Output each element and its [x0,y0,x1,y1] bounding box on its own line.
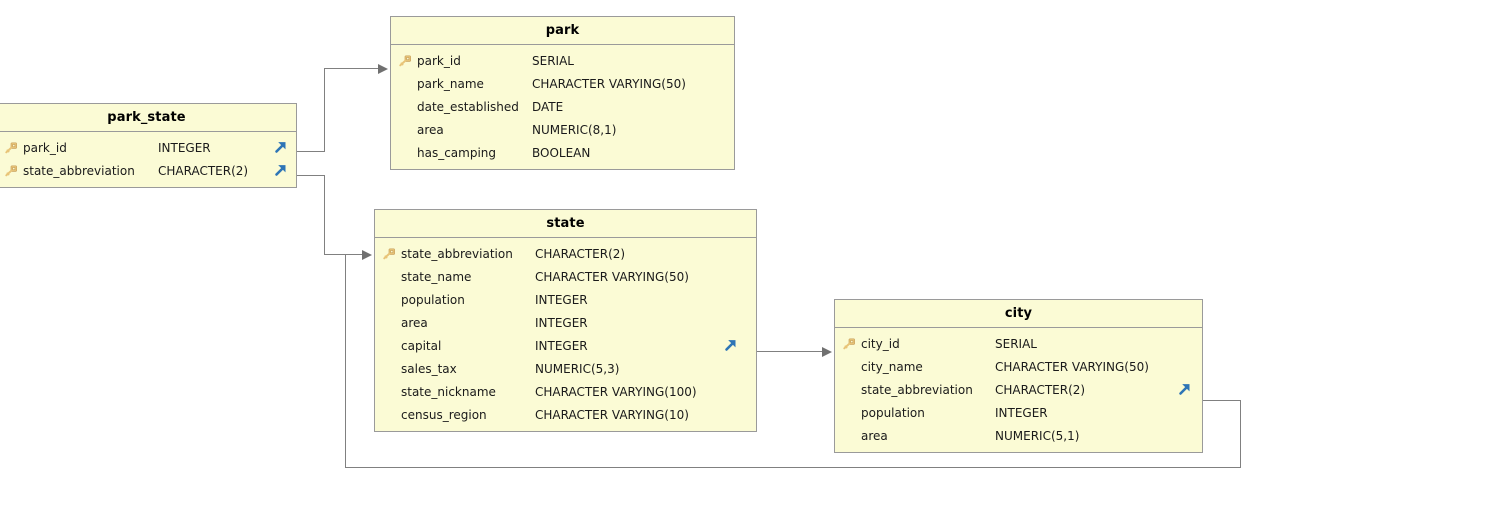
table-row[interactable]: has_camping BOOLEAN [391,141,734,164]
column-type: CHARACTER VARYING(10) [535,407,689,422]
table-row[interactable]: city_id SERIAL [835,332,1202,355]
arrowhead-state [362,250,372,260]
column-name: state_nickname [401,384,496,399]
column-name: population [401,292,465,307]
foreign-key-arrow-icon [1177,382,1192,397]
column-name: city_name [861,359,923,374]
column-name: park_id [23,140,67,155]
connector-parkstate-state-seg2 [324,175,325,254]
connector-parkstate-state-seg1 [297,175,325,176]
column-name: state_name [401,269,472,284]
table-row[interactable]: city_name CHARACTER VARYING(50) [835,355,1202,378]
column-name: area [401,315,428,330]
column-name: date_established [417,99,519,114]
column-type: CHARACTER VARYING(50) [995,359,1149,374]
table-row[interactable]: date_established DATE [391,95,734,118]
column-type: NUMERIC(5,3) [535,361,620,376]
column-name: area [861,428,888,443]
table-park-columns: park_id SERIAL park_name CHARACTER VARYI… [391,45,734,169]
table-row[interactable]: capital INTEGER [375,334,756,357]
column-type: CHARACTER(2) [158,163,249,178]
table-park-title: park [391,17,734,45]
table-row[interactable]: census_region CHARACTER VARYING(10) [375,403,756,426]
column-name: census_region [401,407,487,422]
foreign-key-arrow-icon [723,338,738,353]
table-park-state[interactable]: park_state park_id INTEGER state_abbrevi… [0,103,297,188]
column-name: population [861,405,925,420]
table-row[interactable]: population INTEGER [375,288,756,311]
column-name: state_abbreviation [23,163,135,178]
primary-key-icon [835,337,861,350]
table-row[interactable]: sales_tax NUMERIC(5,3) [375,357,756,380]
column-name: area [417,122,444,137]
column-type: CHARACTER VARYING(50) [532,76,686,91]
column-name: park_name [417,76,484,91]
table-row[interactable]: park_name CHARACTER VARYING(50) [391,72,734,95]
column-name: park_id [417,53,461,68]
connector-city-state-seg1 [1203,400,1241,401]
table-park-state-columns: park_id INTEGER state_abbreviation CHARA… [0,132,296,187]
column-type: INTEGER [995,405,1048,420]
column-type: CHARACTER VARYING(100) [535,384,697,399]
column-type: BOOLEAN [532,145,591,160]
connector-city-state-seg3 [345,467,1241,468]
column-name: state_abbreviation [401,246,513,261]
column-type: NUMERIC(5,1) [995,428,1080,443]
column-type: CHARACTER(2) [535,246,626,261]
table-state-title: state [375,210,756,238]
table-city[interactable]: city city_id SERIAL city_name CHARACTER … [834,299,1203,453]
column-name: has_camping [417,145,497,160]
primary-key-icon [375,247,401,260]
table-park-state-title: park_state [0,104,296,132]
table-city-title: city [835,300,1202,328]
column-type: SERIAL [995,336,1037,351]
connector-state-city-seg1 [757,351,827,352]
column-name: capital [401,338,442,353]
column-type: CHARACTER(2) [995,382,1086,397]
column-type: CHARACTER VARYING(50) [535,269,689,284]
column-type: INTEGER [158,140,211,155]
table-row[interactable]: area NUMERIC(5,1) [835,424,1202,447]
column-type: NUMERIC(8,1) [532,122,617,137]
table-row[interactable]: park_id SERIAL [391,49,734,72]
table-row[interactable]: state_name CHARACTER VARYING(50) [375,265,756,288]
arrowhead-city [822,347,832,357]
table-row[interactable]: area INTEGER [375,311,756,334]
table-row[interactable]: park_id INTEGER [0,136,296,159]
connector-city-state-seg2 [1240,400,1241,467]
table-city-columns: city_id SERIAL city_name CHARACTER VARYI… [835,328,1202,452]
column-name: city_id [861,336,900,351]
column-type: INTEGER [535,292,588,307]
column-type: DATE [532,99,564,114]
table-row[interactable]: state_abbreviation CHARACTER(2) [375,242,756,265]
connector-parkstate-park-seg3 [324,68,382,69]
column-name: sales_tax [401,361,457,376]
arrowhead-park [378,64,388,74]
column-type: SERIAL [532,53,574,68]
primary-key-icon [0,164,23,177]
column-type: INTEGER [535,315,588,330]
table-row[interactable]: area NUMERIC(8,1) [391,118,734,141]
connector-city-state-seg4 [345,254,346,468]
foreign-key-arrow-icon [273,163,288,178]
table-park[interactable]: park park_id SERIAL park_name CHARACTER … [390,16,735,170]
connector-parkstate-park-seg1 [297,151,325,152]
connector-parkstate-park-seg2 [324,68,325,152]
foreign-key-arrow-icon [273,140,288,155]
table-row[interactable]: state_nickname CHARACTER VARYING(100) [375,380,756,403]
table-state-columns: state_abbreviation CHARACTER(2) state_na… [375,238,756,431]
column-type: INTEGER [535,338,588,353]
column-name: state_abbreviation [861,382,973,397]
primary-key-icon [391,54,417,67]
table-row[interactable]: population INTEGER [835,401,1202,424]
primary-key-icon [0,141,23,154]
table-state[interactable]: state state_abbreviation CHARACTER(2) st… [374,209,757,432]
table-row[interactable]: state_abbreviation CHARACTER(2) [0,159,296,182]
table-row[interactable]: state_abbreviation CHARACTER(2) [835,378,1202,401]
